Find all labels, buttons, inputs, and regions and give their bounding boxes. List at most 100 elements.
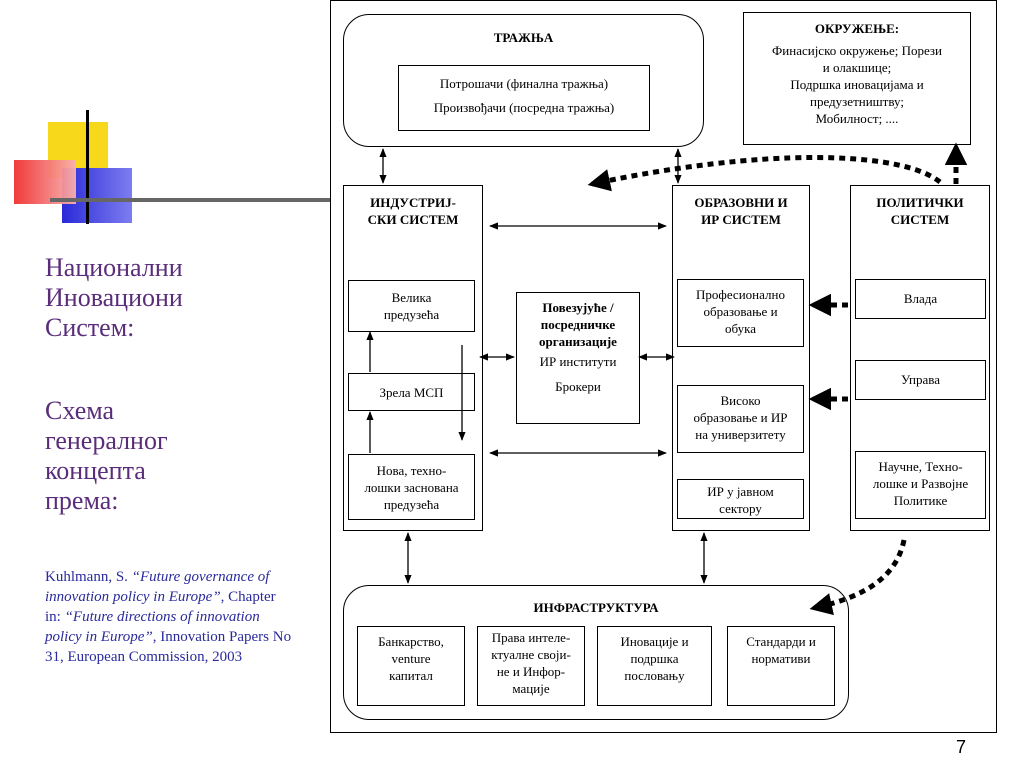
standards-line: нормативи [751, 651, 811, 666]
intermediary-title-line: организације [539, 334, 617, 349]
standards-line: Стандарди и [746, 634, 816, 649]
political-title: ПОЛИТИЧКИ СИСТЕМ [851, 194, 989, 228]
vocational-line: Професионално [696, 287, 785, 302]
political-system-box: ПОЛИТИЧКИ СИСТЕМ Влада Управа Научне, Те… [850, 185, 990, 531]
higher-education-line: на универзитету [695, 427, 786, 442]
ipr-line: мације [512, 681, 550, 696]
intermediary-title-line: Повезујуће / [542, 300, 614, 315]
environment-line: Финасијско окружење; Порези [772, 43, 942, 58]
intermediary-title-line: посредничке [540, 317, 616, 332]
political-title-line: СИСТЕМ [890, 212, 950, 227]
industrial-title: ИНДУСТРИЈ- СКИ СИСТЕМ [344, 194, 482, 228]
mature-sme-label: Зрела МСП [379, 385, 444, 400]
decor-horizontal-line [50, 198, 330, 202]
innovation-support-box: Иновације и подршка пословању [597, 626, 712, 706]
large-enterprises-box: Велика предузећа [348, 280, 475, 332]
infrastructure-title: ИНФРАСТРУКТУРА [533, 600, 659, 615]
dotted-arrow-political-to-infrastructure [809, 539, 907, 616]
citation-book: “Future directions of innovation policy … [45, 609, 260, 645]
heading-line: Национални [45, 253, 183, 282]
education-title: ОБРАЗОВНИ И ИР СИСТЕМ [673, 194, 809, 228]
environment-line: и олакшице; [822, 60, 892, 75]
infrastructure-box: ИНФРАСТРУКТУРА Банкарство, venture капит… [343, 585, 849, 720]
governance-box: Управа [855, 360, 986, 400]
decor-vertical-line [86, 110, 89, 224]
industrial-title-line: ИНДУСТРИЈ- [370, 195, 456, 210]
citation-tail: , Innovation Papers No 31, European Comm… [45, 629, 292, 665]
new-tech-firms-line: Нова, техно- [376, 463, 447, 478]
subheading-line: концепта [45, 456, 146, 485]
citation-chapter-in: , Chapter in: [45, 589, 276, 625]
policies-line: Научне, Техно- [878, 459, 963, 474]
public-rd-line: сектору [719, 501, 762, 516]
banking-line: Банкарство, [378, 634, 444, 649]
ipr-line: Права интеле- [491, 630, 571, 645]
intermediary-title: Повезујуће / посредничке организације [517, 299, 639, 350]
subheading-line: генералног [45, 426, 168, 455]
citation-title: “Future governance of innovation policy … [45, 569, 270, 605]
environment-line: предузетништву; [810, 94, 904, 109]
dotted-arrow-political-to-demand [587, 155, 942, 192]
environment-line: Мобилност; .... [815, 111, 899, 126]
demand-intermediate: Произвођачи (посредна тражња) [433, 100, 615, 115]
intermediary-rd-institutes: ИР институти [539, 354, 617, 369]
demand-title: ТРАЖЊА [493, 30, 554, 45]
heading-line: Иновациони [45, 283, 183, 312]
policies-line: лошке и Развојне [872, 476, 969, 491]
large-enterprises-line: предузећа [383, 307, 440, 322]
demand-inner-box: Потрошачи (финална тражња) Произвођачи (… [398, 65, 650, 131]
government-box: Влада [855, 279, 986, 319]
heading-line: Систем: [45, 313, 135, 342]
environment-line: Подршка иновацијама и [790, 77, 924, 92]
ipr-box: Права интеле- ктуалне своји- не и Инфор-… [477, 626, 585, 706]
banking-line: venture [391, 651, 431, 666]
citation: Kuhlmann, S. “Future governance of innov… [45, 567, 295, 667]
new-tech-firms-box: Нова, техно- лошки заснована предузећа [348, 454, 475, 520]
higher-education-box: Високо образовање и ИР на универзитету [677, 385, 804, 453]
mature-sme-box: Зрела МСП [348, 373, 475, 411]
ipr-line: не и Инфор- [496, 664, 566, 679]
large-enterprises-line: Велика [391, 290, 432, 305]
demand-final: Потрошачи (финална тражња) [439, 76, 609, 91]
environment-box: ОКРУЖЕЊЕ: Финасијско окружење; Порези и … [743, 12, 971, 145]
new-tech-firms-line: лошки заснована [364, 480, 459, 495]
diagram-frame [330, 0, 997, 733]
innovation-support-line: подршка [630, 651, 679, 666]
citation-author: Kuhlmann, S. [45, 569, 128, 585]
public-rd-line: ИР у јавном [707, 484, 774, 499]
intermediary-brokers: Брокери [555, 379, 601, 394]
industrial-title-line: СКИ СИСТЕМ [367, 212, 459, 227]
governance-label: Управа [900, 372, 941, 387]
ipr-line: ктуалне своји- [491, 647, 571, 662]
vocational-training-box: Професионално образовање и обука [677, 279, 804, 347]
slide-subheading: Схема генералног концепта према: [45, 396, 168, 516]
new-tech-firms-line: предузећа [383, 497, 440, 512]
policies-line: Политике [893, 493, 948, 508]
subheading-line: према: [45, 486, 119, 515]
banking-line: капитал [389, 668, 433, 683]
demand-box: ТРАЖЊА Потрошачи (финална тражња) Произв… [343, 14, 704, 147]
government-label: Влада [903, 291, 938, 306]
education-title-line: ИР СИСТЕМ [701, 212, 781, 227]
page-number: 7 [955, 737, 966, 757]
standards-box: Стандарди и нормативи [727, 626, 835, 706]
policies-box: Научне, Техно- лошке и Развојне Политике [855, 451, 986, 519]
intermediary-box: Повезујуће / посредничке организације ИР… [516, 292, 640, 424]
education-title-line: ОБРАЗОВНИ И [694, 195, 788, 210]
decor-red-square [14, 160, 76, 204]
public-rd-box: ИР у јавном сектору [677, 479, 804, 519]
slide-heading: Национални Иновациони Систем: [45, 253, 183, 343]
subheading-line: Схема [45, 396, 115, 425]
higher-education-line: образовање и ИР [693, 410, 788, 425]
industrial-system-box: ИНДУСТРИЈ- СКИ СИСТЕМ Велика предузећа З… [343, 185, 483, 531]
innovation-support-line: Иновације и [620, 634, 689, 649]
vocational-line: образовање и [703, 304, 778, 319]
higher-education-line: Високо [720, 393, 761, 408]
innovation-support-line: пословању [624, 668, 685, 683]
education-system-box: ОБРАЗОВНИ И ИР СИСТЕМ Професионално обра… [672, 185, 810, 531]
environment-title: ОКРУЖЕЊЕ: [814, 21, 900, 36]
decor-logo [0, 110, 330, 230]
political-title-line: ПОЛИТИЧКИ [876, 195, 964, 210]
vocational-line: обука [724, 321, 756, 336]
